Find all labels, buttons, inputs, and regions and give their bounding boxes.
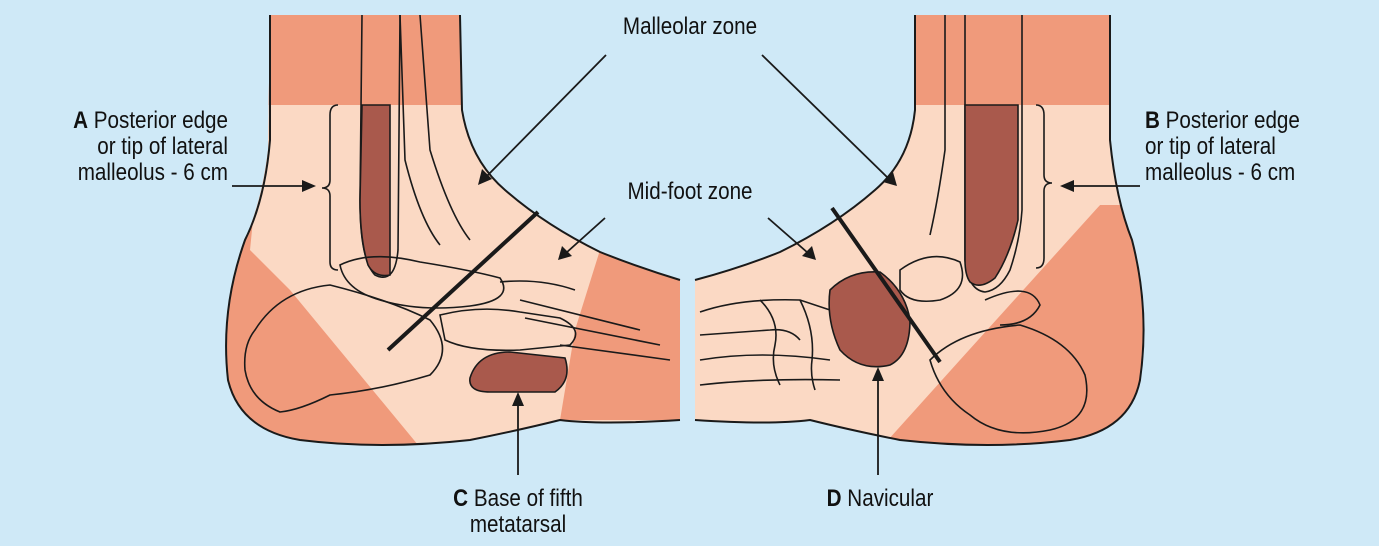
mid-foot-zone-text: Mid-foot zone [627, 178, 752, 205]
malleolar-zone-label: Malleolar zone [595, 14, 784, 40]
mid-foot-zone-label: Mid-foot zone [595, 179, 784, 205]
right-foot-illustration [690, 0, 1190, 460]
label-c-letter: C [453, 485, 468, 512]
label-a: A Posterior edge or tip of lateral malle… [32, 108, 228, 186]
label-b-letter: B [1145, 107, 1160, 134]
label-c-line1: Base of fifth [474, 485, 583, 512]
label-c-line2: metatarsal [415, 512, 621, 538]
label-b-line1: Posterior edge [1166, 107, 1300, 134]
label-a-line1: Posterior edge [94, 107, 228, 134]
label-d: D Navicular [777, 486, 983, 512]
label-a-letter: A [73, 107, 88, 134]
malleolar-zone-text: Malleolar zone [623, 13, 757, 40]
label-b-line2: or tip of lateral [1145, 134, 1343, 160]
label-d-line1: Navicular [847, 485, 933, 512]
label-d-letter: D [827, 485, 842, 512]
label-b-line3: malleolus - 6 cm [1145, 160, 1343, 186]
left-foot-illustration [200, 0, 700, 520]
label-a-line2: or tip of lateral [32, 134, 228, 160]
label-c: C Base of fifth metatarsal [415, 486, 621, 538]
label-a-line3: malleolus - 6 cm [32, 160, 228, 186]
label-b: B Posterior edge or tip of lateral malle… [1145, 108, 1343, 186]
